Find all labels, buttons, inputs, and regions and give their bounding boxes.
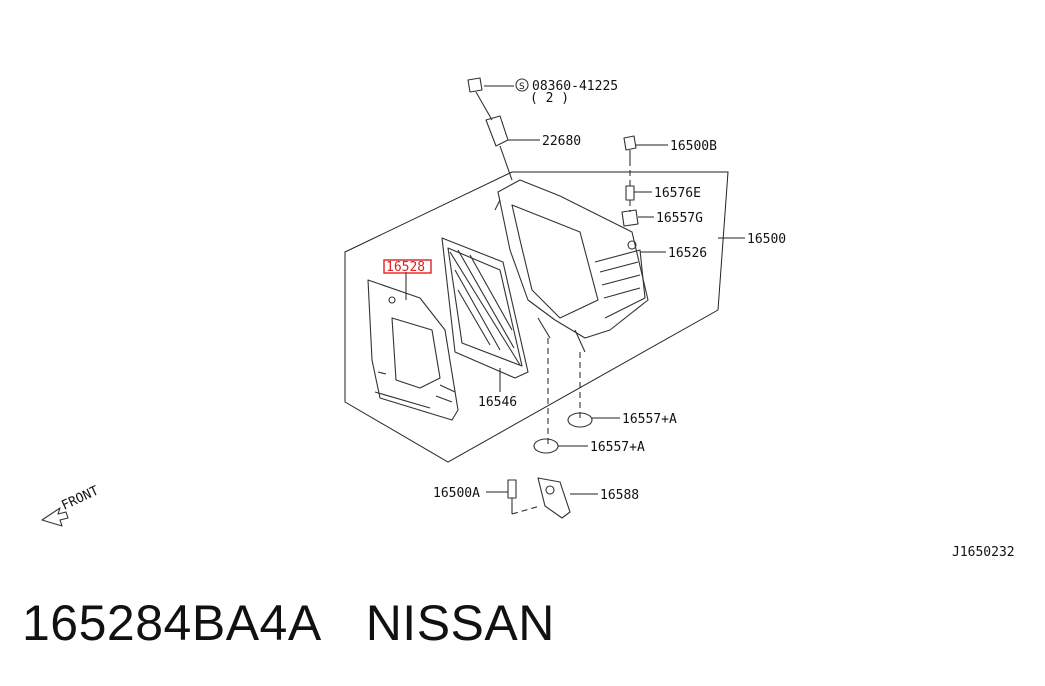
screw-spec-symbol bbox=[515, 78, 529, 92]
label-16588: 16588 bbox=[600, 488, 639, 503]
diagram-code: J1650232 bbox=[952, 545, 1015, 560]
leader-lines bbox=[405, 85, 745, 495]
label-16500b: 16500B bbox=[670, 139, 717, 154]
air-cleaner-case-part bbox=[494, 179, 649, 353]
label-screw-spec: 08360-41225 bbox=[532, 79, 618, 94]
air-filter-element-part bbox=[441, 237, 529, 379]
assembly-outline bbox=[344, 171, 729, 463]
label-16528-highlighted[interactable]: 16528 bbox=[386, 260, 425, 275]
parts-diagram: S 08360-41225 ( 2 ) 22680 16500B 16576E … bbox=[41, 77, 1015, 560]
label-16557g: 16557G bbox=[656, 211, 703, 226]
label-16546: 16546 bbox=[478, 395, 517, 410]
part-number: 165284BA4A bbox=[22, 595, 322, 651]
fastener-parts bbox=[507, 135, 639, 519]
screw-spec-symbol-letter: S bbox=[519, 82, 525, 92]
label-16500: 16500 bbox=[747, 232, 786, 247]
label-16557a-upper: 16557+A bbox=[622, 412, 677, 427]
label-16557a-lower: 16557+A bbox=[590, 440, 645, 455]
label-screw-qty: ( 2 ) bbox=[530, 91, 569, 106]
label-16576e: 16576E bbox=[654, 186, 701, 201]
front-direction-indicator: FRONT bbox=[41, 483, 101, 527]
brand-name: NISSAN bbox=[365, 595, 555, 651]
assembly-guide-lines bbox=[511, 160, 631, 515]
part-caption: 165284BA4A NISSAN bbox=[22, 594, 555, 652]
front-label: FRONT bbox=[59, 483, 101, 513]
label-16526: 16526 bbox=[668, 246, 707, 261]
mass-air-flow-sensor-part bbox=[467, 77, 513, 181]
label-22680: 22680 bbox=[542, 134, 581, 149]
highlighted-part-box bbox=[383, 259, 432, 274]
air-cleaner-cover-part bbox=[367, 279, 459, 421]
label-16500a: 16500A bbox=[433, 486, 480, 501]
